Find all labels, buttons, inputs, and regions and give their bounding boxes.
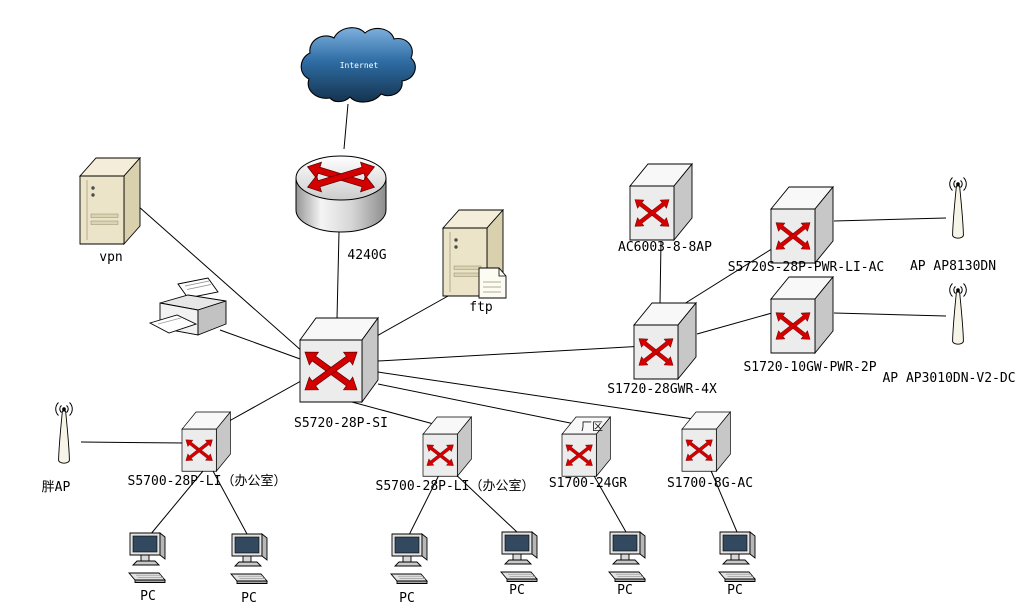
link-core-office1 [221,380,302,426]
core-switch-node[interactable] [300,318,378,402]
link-factory-pc5 [588,466,627,533]
router-node[interactable] [295,155,387,233]
link-office1-pc1 [149,470,204,536]
wireless-controller-label: AC6003-8-8AP [618,240,712,255]
link-poe1-ap1 [833,217,947,222]
office-switch-2-label: S5700-28P-LI（办公室） [376,478,535,494]
link-printer-core [219,329,304,361]
poe-switch-1-node[interactable] [771,187,833,263]
fat-ap-node[interactable] [55,402,73,464]
link-ftp-core [365,290,458,343]
ftp-server-label: ftp [469,300,493,315]
pc-1-label: PC [140,589,156,604]
agg-switch-node[interactable] [634,303,696,379]
pc-3-label: PC [399,591,415,606]
link-office2-pc3 [408,470,442,536]
pc-5-node[interactable] [608,531,646,582]
ap-2-label: AP AP3010DN-V2-DC [882,371,1015,386]
link-core-access [377,371,701,421]
ftp-server-node[interactable] [442,209,507,299]
pc-6-label: PC [727,583,743,598]
link-vpn-core [137,205,304,353]
link-lines [80,103,947,536]
pc-4-node[interactable] [500,531,538,582]
core-switch-label: S5720-28P-SI [294,416,388,431]
link-internet-router [343,103,349,150]
poe-switch-2-label: S1720-10GW-PWR-2P [743,360,876,375]
pc-2-node[interactable] [230,533,268,584]
pc-3-node[interactable] [390,533,428,584]
link-ac-agg [659,240,662,305]
factory-area-tag: 厂区 [581,420,603,433]
ap-1-label: AP AP8130DN [910,259,996,274]
pc-1-node[interactable] [128,532,166,583]
poe-switch-1-label: S5720S-28P-PWR-LI-AC [728,260,885,275]
link-agg-poe2 [696,312,773,335]
office-switch-1-node[interactable] [182,412,230,471]
link-office2-pc4 [451,470,519,534]
printer-node[interactable] [148,277,227,336]
office-switch-2-node[interactable] [423,417,471,476]
link-poe2-ap2 [833,312,947,317]
link-office1-pc2 [212,470,248,535]
access-switch-node[interactable] [682,412,730,471]
office-switch-1-label: S5700-28P-LI（办公室） [128,473,287,489]
pc-5-label: PC [617,583,633,598]
router-label: 4240G [347,248,386,263]
internet-label: Internet [340,61,379,70]
vpn-server-label: vpn [99,250,122,265]
pc-6-node[interactable] [718,531,756,582]
wireless-controller-node[interactable] [630,164,692,240]
link-router-core [336,231,340,320]
link-core-office2 [351,401,442,427]
factory-switch-label: S1700-24GR [549,476,627,491]
poe-switch-2-node[interactable] [771,277,833,353]
internet-cloud-node[interactable]: Internet [300,27,416,103]
fat-ap-label: 胖AP [42,480,71,495]
ap-2-node[interactable] [949,283,967,345]
ap-1-node[interactable] [949,177,967,239]
link-access-pc6 [708,465,738,533]
link-core-agg [377,345,647,362]
vpn-server-node[interactable] [79,157,141,245]
access-switch-label: S1700-8G-AC [667,476,753,491]
link-core-factory [377,383,581,426]
agg-switch-label: S1720-28GWR-4X [607,382,717,397]
pc-4-label: PC [509,583,525,598]
link-fatap-office1 [80,441,185,444]
link-agg-poe1 [675,239,787,310]
pc-2-label: PC [241,591,257,606]
